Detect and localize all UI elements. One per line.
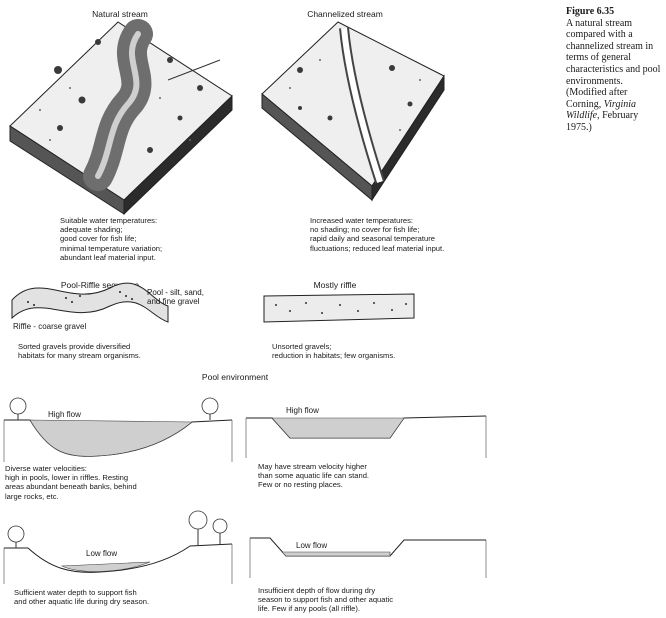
figure-caption-end: , February 1975.) (566, 110, 639, 133)
channel-high-flow-profile (245, 415, 487, 458)
channel-low-flow-profile (249, 537, 487, 578)
natural-stream-block (9, 19, 233, 216)
pool-riffle-title: Pool-Riffle sequence (60, 280, 140, 290)
natural-high-flow-caption: Diverse water velocities: high in pools,… (5, 464, 137, 501)
channelized-stream-title: Channelized stream (307, 9, 383, 19)
natural-low-flow-label: Low flow (86, 549, 118, 558)
pool-riffle-diagram (11, 282, 169, 323)
pool-riffle-caption: Sorted gravels provide diversified habit… (18, 342, 141, 361)
natural-high-flow-profile (3, 397, 233, 462)
channelized-stream-caption: Increased water temperatures: no shading… (310, 216, 445, 253)
natural-stream-title: Natural stream (92, 9, 148, 19)
figure-number: Figure 6.35 (566, 6, 615, 17)
channelized-stream-block (261, 21, 445, 202)
figure-caption-source: Virginia Wildlife (566, 98, 637, 122)
natural-high-flow-label: High flow (48, 410, 81, 419)
natural-stream-caption: Suitable water temperatures: adequate sh… (60, 216, 163, 262)
channel-low-flow-caption: Insufficient depth of flow during dry se… (258, 586, 394, 614)
figure-caption: Figure 6.35 A natural stream compared wi… (566, 6, 664, 134)
channel-high-flow-label: High flow (286, 406, 319, 415)
pool-label: Pool - silt, sand, and fine gravel (147, 288, 204, 306)
natural-low-flow-caption: Sufficient water depth to support fish a… (14, 588, 150, 607)
mostly-riffle-diagram (263, 293, 415, 323)
mostly-riffle-title: Mostly riffle (313, 280, 357, 290)
riffle-label: Riffle - coarse gravel (13, 322, 87, 331)
figure-caption-text: A natural stream compared with a channel… (566, 17, 661, 110)
natural-low-flow-profile (3, 510, 233, 584)
mostly-riffle-caption: Unsorted gravels; reduction in habitats;… (272, 342, 396, 361)
channel-low-flow-label: Low flow (296, 541, 328, 550)
pool-environment-title: Pool environment (201, 372, 269, 382)
channel-high-flow-caption: May have stream velocity higher than som… (258, 462, 370, 490)
